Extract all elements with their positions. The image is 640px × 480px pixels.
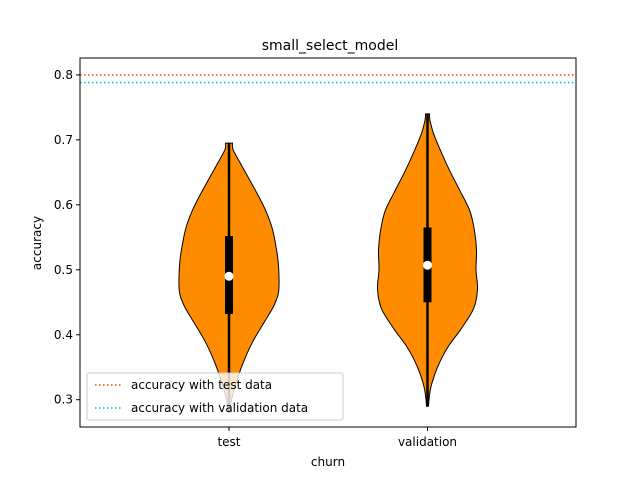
median-marker-validation bbox=[423, 260, 432, 270]
legend-label-2: accuracy with validation data bbox=[131, 401, 308, 415]
x-axis-label: churn bbox=[311, 455, 345, 469]
legend-label-1: accuracy with test data bbox=[131, 378, 272, 392]
legend-box bbox=[86, 372, 344, 421]
y-axis: 0.3 0.4 0.5 0.6 0.7 0.8 bbox=[54, 68, 80, 407]
y-tick-label: 0.7 bbox=[54, 133, 73, 147]
y-axis-label: accuracy bbox=[30, 216, 44, 270]
plot-area bbox=[80, 74, 576, 414]
x-tick-label: validation bbox=[398, 435, 457, 449]
y-tick-label: 0.5 bbox=[54, 263, 73, 277]
median-marker-test bbox=[224, 271, 234, 281]
chart-title: small_select_model bbox=[262, 38, 398, 54]
axes-frame bbox=[79, 57, 577, 428]
y-tick-label: 0.4 bbox=[54, 328, 73, 342]
x-axis: test validation bbox=[217, 427, 457, 449]
legend: accuracy with test data accuracy with val… bbox=[86, 372, 344, 421]
y-tick-label: 0.3 bbox=[54, 393, 73, 407]
y-tick-label: 0.8 bbox=[54, 68, 73, 82]
x-tick-label: test bbox=[217, 435, 240, 449]
y-tick-label: 0.6 bbox=[54, 198, 73, 212]
